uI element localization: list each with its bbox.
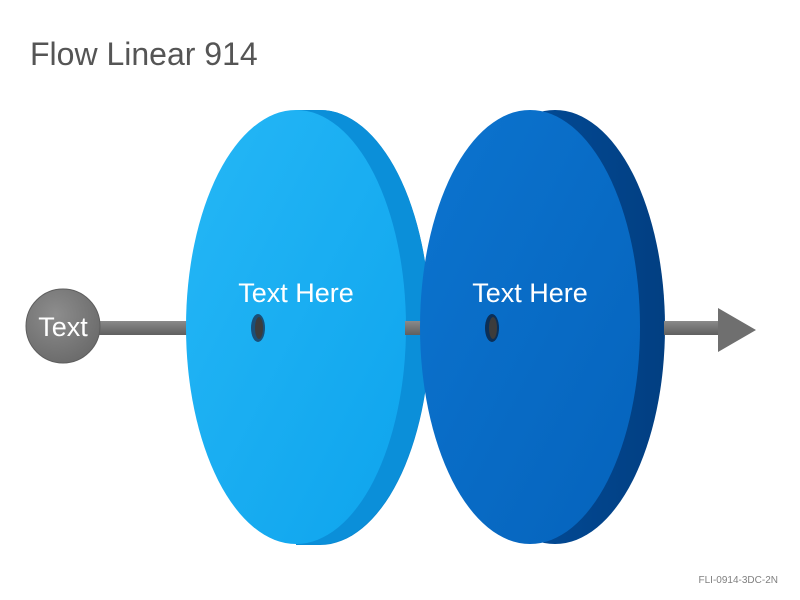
footer-code: FLI-0914-3DC-2N xyxy=(698,575,778,586)
disk-1-hole-inner xyxy=(255,317,263,339)
disk-2-face xyxy=(420,110,640,544)
disk-1-face xyxy=(186,110,406,544)
disk-1-label: Text Here xyxy=(238,278,354,308)
disk-2-label: Text Here xyxy=(472,278,588,308)
flow-arrow-head xyxy=(718,308,756,352)
disk-2-hole-inner xyxy=(489,317,497,339)
slide-title: Flow Linear 914 xyxy=(30,36,258,72)
start-node-circle xyxy=(25,288,101,364)
start-node-label: Text xyxy=(38,312,88,342)
shaft-segment-exit xyxy=(664,321,722,335)
